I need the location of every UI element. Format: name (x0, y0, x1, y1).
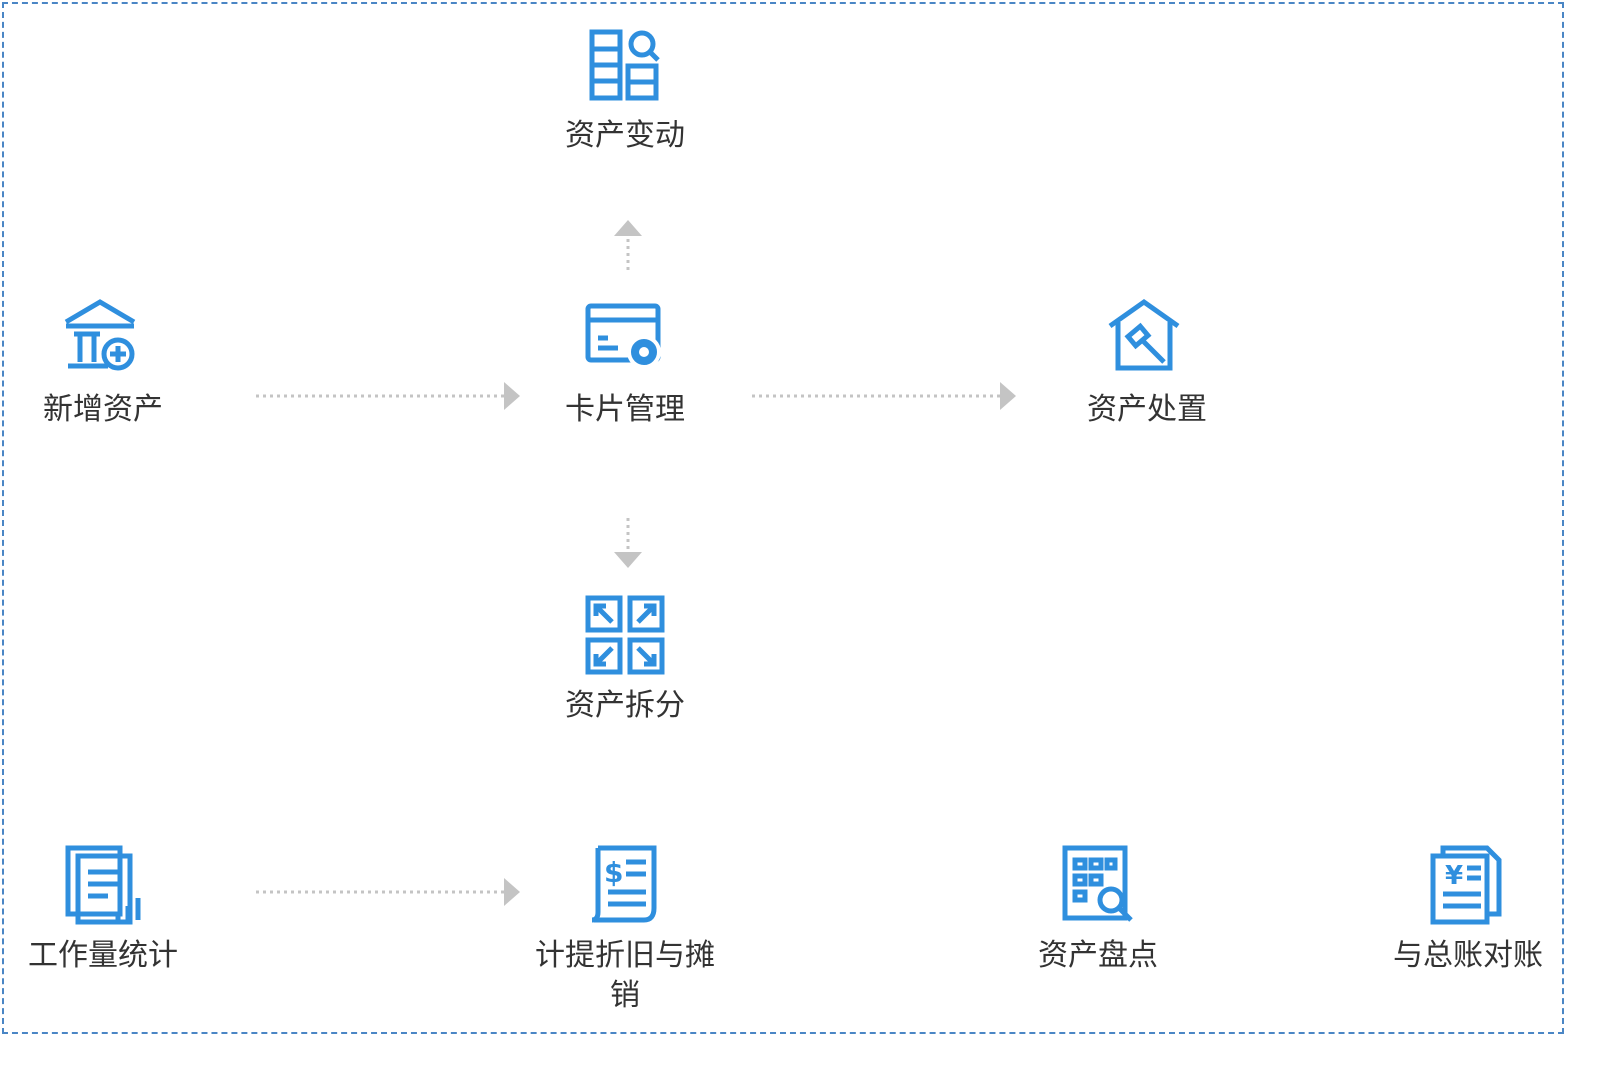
node-label: 新增资产 (43, 392, 163, 427)
yen-document-icon: ¥ (1425, 842, 1511, 928)
card-gear-icon (582, 296, 668, 382)
house-hammer-icon (1104, 296, 1190, 382)
node-asset-count[interactable]: 资产盘点 (1008, 842, 1188, 976)
arrow-right (256, 382, 520, 410)
node-label: 计提折旧与摊销 (535, 938, 715, 1013)
clipboard-search-icon (1055, 842, 1141, 928)
node-label: 资产变动 (565, 118, 685, 153)
table-search-icon (582, 22, 668, 108)
node-reconcile[interactable]: ¥ 与总账对账 (1378, 842, 1558, 976)
node-workload-stats[interactable]: 工作量统计 (13, 842, 193, 976)
svg-text:$: $ (604, 856, 623, 889)
node-depreciation[interactable]: $ 计提折旧与摊销 (530, 842, 720, 1016)
node-asset-disposal[interactable]: 资产处置 (1057, 296, 1237, 430)
arrow-right (752, 382, 1016, 410)
split-grid-icon (582, 592, 668, 678)
svg-text:¥: ¥ (1445, 861, 1463, 891)
dollar-scroll-icon: $ (582, 842, 668, 928)
node-card-management[interactable]: 卡片管理 (535, 296, 715, 430)
node-label: 与总账对账 (1393, 938, 1543, 973)
node-new-asset[interactable]: 新增资产 (13, 296, 193, 430)
node-label: 资产拆分 (565, 688, 685, 723)
diagram-frame (2, 2, 1564, 1034)
arrow-right (256, 878, 520, 906)
arrow-up (614, 220, 642, 270)
node-asset-change[interactable]: 资产变动 (535, 22, 715, 156)
node-asset-split[interactable]: 资产拆分 (535, 592, 715, 726)
node-label: 卡片管理 (565, 392, 685, 427)
node-label: 资产处置 (1087, 392, 1207, 427)
document-chart-icon (60, 842, 146, 928)
node-label: 资产盘点 (1038, 938, 1158, 973)
building-plus-icon (60, 296, 146, 382)
arrow-down (614, 518, 642, 568)
node-label: 工作量统计 (28, 938, 178, 973)
